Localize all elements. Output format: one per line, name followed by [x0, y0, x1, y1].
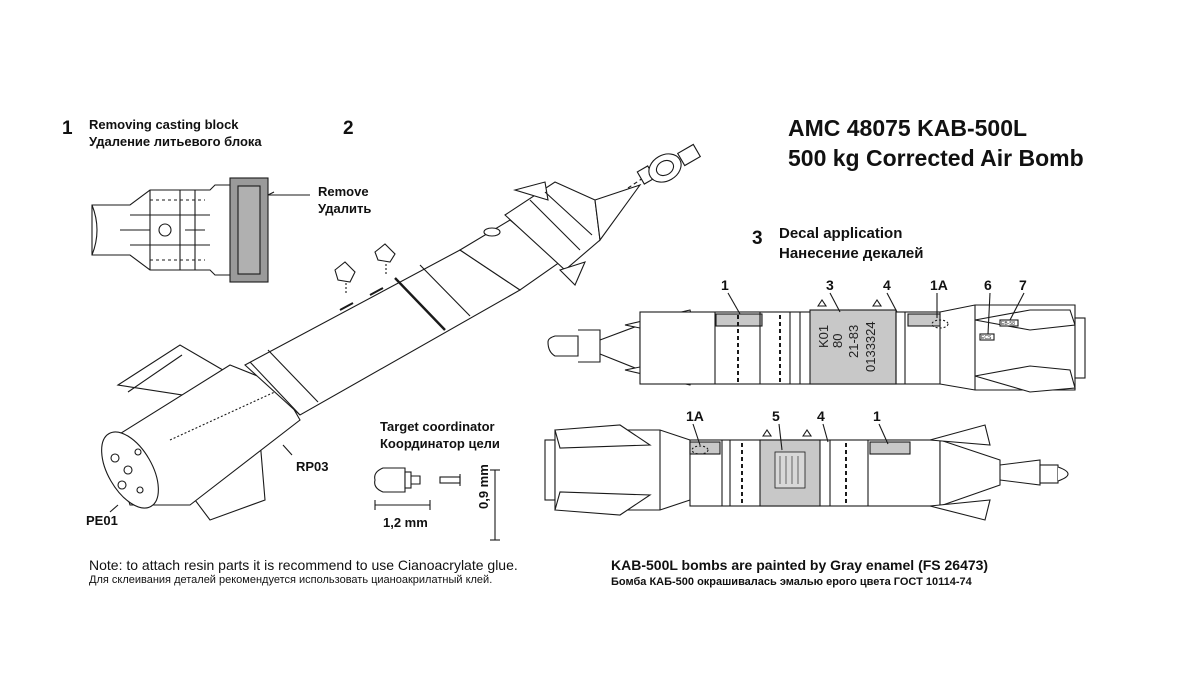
step1-number: 1 [62, 118, 73, 139]
decal-callout-top-4: 4 [883, 277, 891, 293]
header-subtitle: 500 kg Corrected Air Bomb [788, 145, 1084, 171]
step1-title-ru: Удаление литьевого блока [89, 134, 262, 149]
decal-bomb-top-view: K01 80 21-83 0133324 ECS EB-58 [547, 292, 1086, 393]
part-label-rp03: RP03 [296, 459, 329, 474]
paint-note-en: KAB-500L bombs are painted by Gray ename… [611, 557, 989, 573]
coordinator-title-ru: Координатор цели [380, 436, 500, 451]
step3-title-en: Decal application [779, 225, 903, 242]
decal-callout-top-7: 7 [1019, 277, 1027, 293]
glue-note-ru: Для склеивания деталей рекомендуется исп… [89, 574, 493, 586]
step3-number: 3 [752, 228, 763, 249]
decal-callout-bottom-1: 1 [873, 408, 881, 424]
stencil-k01: K01 [816, 325, 831, 348]
paint-note-ru: Бомба КАБ-500 окрашивалась эмалью ерого … [611, 576, 972, 588]
stencil-21-83: 21-83 [846, 325, 861, 358]
decal-callout-top-1: 1 [721, 277, 729, 293]
glue-note-en: Note: to attach resin parts it is recomm… [89, 557, 518, 573]
main-bomb-diagram [101, 143, 702, 521]
decal-callout-bottom-1a: 1A [686, 408, 704, 424]
decal-bomb-bottom-view [544, 423, 1069, 521]
coordinator-title-en: Target coordinator [380, 419, 495, 434]
step3-title-ru: Нанесение декалей [779, 245, 924, 262]
header-title: AMC 48075 KAB-500L [788, 115, 1028, 141]
decal-callout-bottom-4: 4 [817, 408, 825, 424]
remove-label-en: Remove [318, 184, 369, 199]
stencil-serial: 0133324 [863, 321, 878, 372]
remove-label-ru: Удалить [318, 201, 372, 216]
decal-tag-ecs: ECS [981, 335, 992, 341]
casting-block-diagram [91, 177, 310, 283]
step2-number: 2 [343, 118, 354, 139]
stencil-80: 80 [830, 334, 845, 348]
decal-callout-top-6: 6 [984, 277, 992, 293]
decal-callout-bottom-5: 5 [772, 408, 780, 424]
decal-callout-top-1a: 1A [930, 277, 948, 293]
decal-tag-eb58: EB-58 [1001, 321, 1015, 327]
step1-title-en: Removing casting block [89, 117, 239, 132]
coordinator-detail [374, 467, 500, 541]
decal-callout-top-3: 3 [826, 277, 834, 293]
part-label-pe01: PE01 [86, 513, 118, 528]
dimension-length: 1,2 mm [383, 515, 428, 530]
